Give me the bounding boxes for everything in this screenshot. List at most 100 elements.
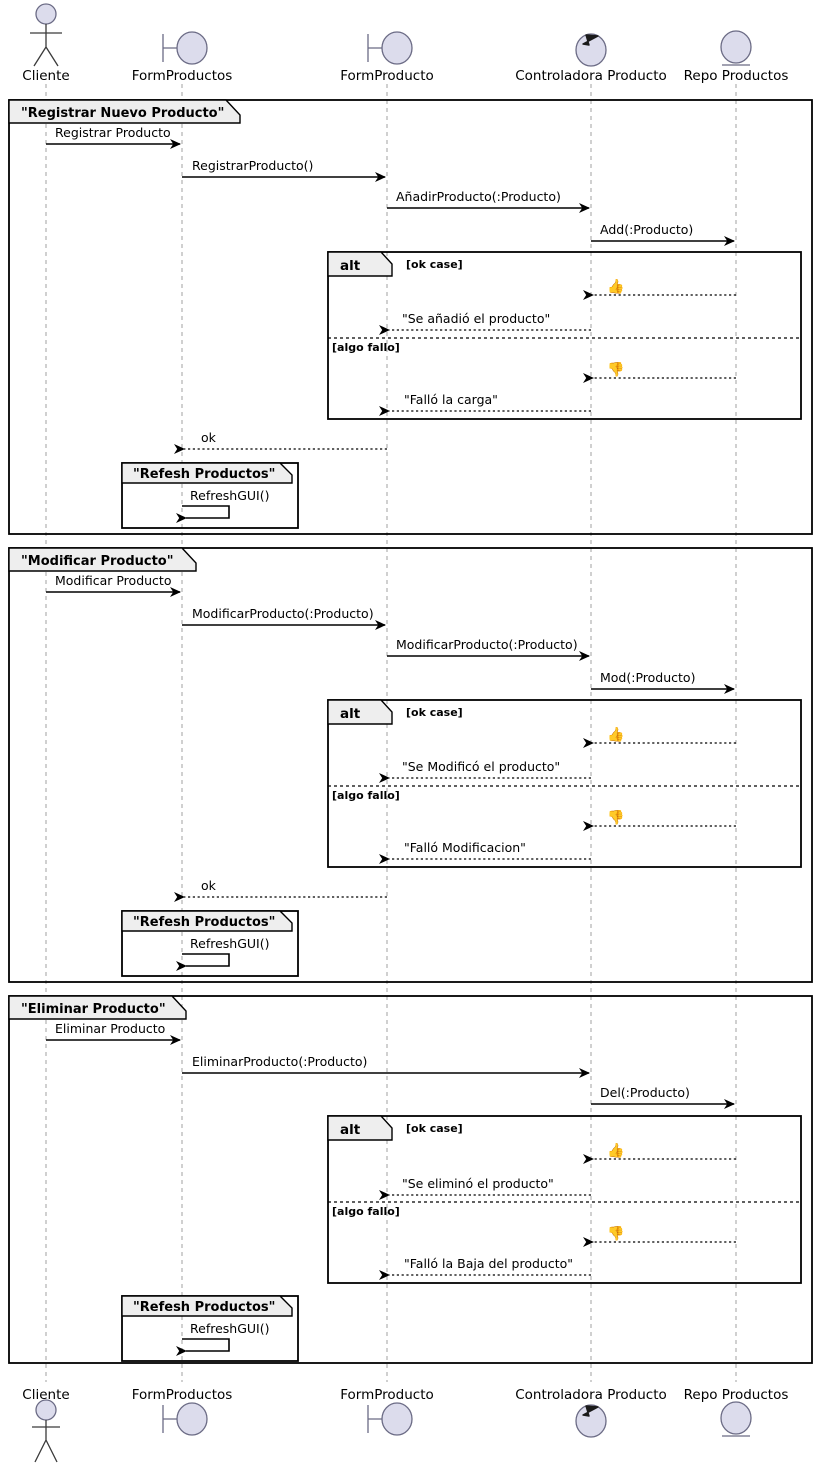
message-label-eliminarproducto-call: EliminarProducto(:Producto) bbox=[192, 1054, 367, 1069]
alt-tab bbox=[327, 251, 393, 277]
message-label-registrar-producto: Registrar Producto bbox=[55, 125, 171, 140]
alt-guard-ok: [ok case] bbox=[406, 1122, 463, 1135]
refesh-tab bbox=[121, 910, 293, 932]
participant-label-controladora: Controladora Producto bbox=[515, 68, 667, 84]
fragment-registrar-nuevo-producto[interactable]: "Registrar Nuevo Producto" Registrar Pro… bbox=[8, 99, 813, 535]
message-label-fallo-baja: "Falló la Baja del producto" bbox=[404, 1256, 573, 1271]
participant-footer-label-formproducto: FormProducto bbox=[340, 1387, 434, 1403]
message-label-se-anadio: "Se añadió el producto" bbox=[402, 311, 550, 326]
participant-header-cliente[interactable]: Cliente bbox=[22, 3, 70, 84]
fragment-title-eliminar: "Eliminar Producto" bbox=[21, 1002, 166, 1017]
message-label-modificarproducto-call-2: ModificarProducto(:Producto) bbox=[396, 637, 578, 652]
self-message-arrow-refreshgui-3 bbox=[176, 1338, 230, 1356]
inner-fragment-refesh-3[interactable]: "Refesh Productos" RefreshGUI() bbox=[121, 1295, 299, 1362]
participant-footer-repo[interactable]: Repo Productos bbox=[684, 1387, 789, 1437]
thumbs-up-icon: 👍 bbox=[607, 278, 624, 295]
participant-label-cliente: Cliente bbox=[22, 68, 69, 84]
message-label-se-elimino: "Se eliminó el producto" bbox=[402, 1176, 554, 1191]
refesh-title: "Refesh Productos" bbox=[133, 467, 275, 482]
refesh-tab bbox=[121, 1295, 293, 1317]
alt-guard-ok: [ok case] bbox=[406, 258, 463, 271]
alt-border bbox=[327, 699, 802, 868]
inner-fragment-refesh-2[interactable]: "Refesh Productos" RefreshGUI() bbox=[121, 910, 299, 977]
uml-boundary-bar-icon bbox=[367, 1405, 382, 1433]
fragment-border bbox=[8, 99, 813, 535]
fragment-title-modificar: "Modificar Producto" bbox=[21, 554, 174, 569]
alt-fragment-eliminar[interactable]: alt [ok case] 👍 "Se eliminó el producto"… bbox=[327, 1115, 802, 1284]
alt-keyword: alt bbox=[340, 1122, 361, 1138]
message-label-refreshgui-3: RefreshGUI() bbox=[190, 1321, 269, 1336]
actor-body-icon bbox=[32, 1420, 60, 1463]
participant-footer-formproductos[interactable]: FormProductos bbox=[132, 1387, 233, 1436]
participant-footer-controladora[interactable]: Controladora Producto bbox=[515, 1387, 667, 1438]
fragment-tab bbox=[8, 547, 197, 572]
alt-tab bbox=[327, 699, 393, 725]
participant-header-controladora[interactable]: Controladora Producto bbox=[515, 33, 667, 84]
message-label-fallo-modificacion: "Falló Modificacion" bbox=[404, 840, 526, 855]
self-message-arrow-refreshgui-1 bbox=[176, 505, 230, 523]
uml-boundary-icon bbox=[381, 31, 413, 65]
uml-boundary-bar-icon bbox=[162, 1405, 177, 1433]
alt-keyword: alt bbox=[340, 706, 361, 722]
thumbs-down-icon: 👎 bbox=[607, 809, 624, 826]
uml-control-arrow-icon bbox=[582, 34, 599, 46]
participant-label-formproductos: FormProductos bbox=[132, 68, 233, 84]
uml-boundary-icon bbox=[381, 1402, 413, 1436]
alt-border bbox=[327, 251, 802, 420]
uml-control-icon bbox=[575, 1404, 607, 1438]
alt-guard-fail: [algo fallo] bbox=[332, 1205, 400, 1218]
participant-footer-label-repo: Repo Productos bbox=[684, 1387, 789, 1403]
uml-control-icon bbox=[575, 33, 607, 67]
message-label-mod-producto: Mod(:Producto) bbox=[600, 670, 695, 685]
message-label-se-modifico: "Se Modificó el producto" bbox=[402, 759, 560, 774]
message-label-ok-return-2: ok bbox=[201, 878, 217, 893]
message-label-fallo-carga: "Falló la carga" bbox=[404, 392, 498, 407]
fragment-modificar-producto[interactable]: "Modificar Producto" Modificar Producto … bbox=[8, 547, 813, 983]
participant-header-formproductos[interactable]: FormProductos bbox=[132, 31, 233, 84]
refesh-title: "Refesh Productos" bbox=[133, 915, 275, 930]
actor-body-icon bbox=[30, 24, 62, 67]
alt-tab bbox=[327, 1115, 393, 1141]
message-label-ok-return-1: ok bbox=[201, 430, 217, 445]
fragment-tab bbox=[8, 99, 241, 124]
participant-header-repo[interactable]: Repo Productos bbox=[684, 30, 789, 84]
message-label-modificar-producto: Modificar Producto bbox=[55, 573, 171, 588]
uml-boundary-bar-icon bbox=[162, 34, 177, 62]
thumbs-down-icon: 👎 bbox=[607, 361, 624, 378]
participant-footer-label-formproductos: FormProductos bbox=[132, 1387, 233, 1403]
message-label-refreshgui-1: RefreshGUI() bbox=[190, 488, 269, 503]
inner-fragment-refesh-1[interactable]: "Refesh Productos" RefreshGUI() bbox=[121, 462, 299, 529]
alt-fragment-registrar[interactable]: alt [ok case] 👍 "Se añadió el producto" … bbox=[327, 251, 802, 420]
message-label-del-producto: Del(:Producto) bbox=[600, 1085, 690, 1100]
alt-fragment-modificar[interactable]: alt [ok case] 👍 "Se Modificó el producto… bbox=[327, 699, 802, 868]
thumbs-up-icon: 👍 bbox=[607, 1142, 624, 1159]
uml-boundary-bar-icon bbox=[367, 34, 382, 62]
fragment-border bbox=[8, 547, 813, 983]
alt-guard-fail: [algo fallo] bbox=[332, 341, 400, 354]
alt-keyword: alt bbox=[340, 258, 361, 274]
fragment-eliminar-producto[interactable]: "Eliminar Producto" Eliminar Producto El… bbox=[8, 995, 813, 1364]
uml-boundary-icon bbox=[176, 1402, 208, 1436]
participant-label-repo: Repo Productos bbox=[684, 68, 789, 84]
actor-head-icon bbox=[35, 3, 57, 25]
participant-footer-formproducto[interactable]: FormProducto bbox=[340, 1387, 434, 1436]
fragment-tab bbox=[8, 995, 187, 1020]
message-label-add-producto: Add(:Producto) bbox=[600, 222, 693, 237]
participant-header-formproducto[interactable]: FormProducto bbox=[340, 31, 434, 84]
message-label-modificarproducto-call-1: ModificarProducto(:Producto) bbox=[192, 606, 374, 621]
participant-footer-label-controladora: Controladora Producto bbox=[515, 1387, 667, 1403]
refesh-tab bbox=[121, 462, 293, 484]
fragment-title-registrar: "Registrar Nuevo Producto" bbox=[21, 106, 224, 121]
participant-footer-cliente[interactable]: Cliente bbox=[22, 1387, 70, 1463]
actor-head-icon bbox=[35, 1399, 57, 1421]
uml-control-arrow-icon bbox=[582, 1405, 599, 1417]
alt-border bbox=[327, 1115, 802, 1284]
message-label-eliminar-producto: Eliminar Producto bbox=[55, 1021, 165, 1036]
fragment-border bbox=[8, 995, 813, 1364]
refesh-title: "Refesh Productos" bbox=[133, 1300, 275, 1315]
uml-boundary-icon bbox=[176, 31, 208, 65]
lifelines bbox=[45, 84, 737, 1382]
uml-entity-icon bbox=[720, 1401, 752, 1435]
